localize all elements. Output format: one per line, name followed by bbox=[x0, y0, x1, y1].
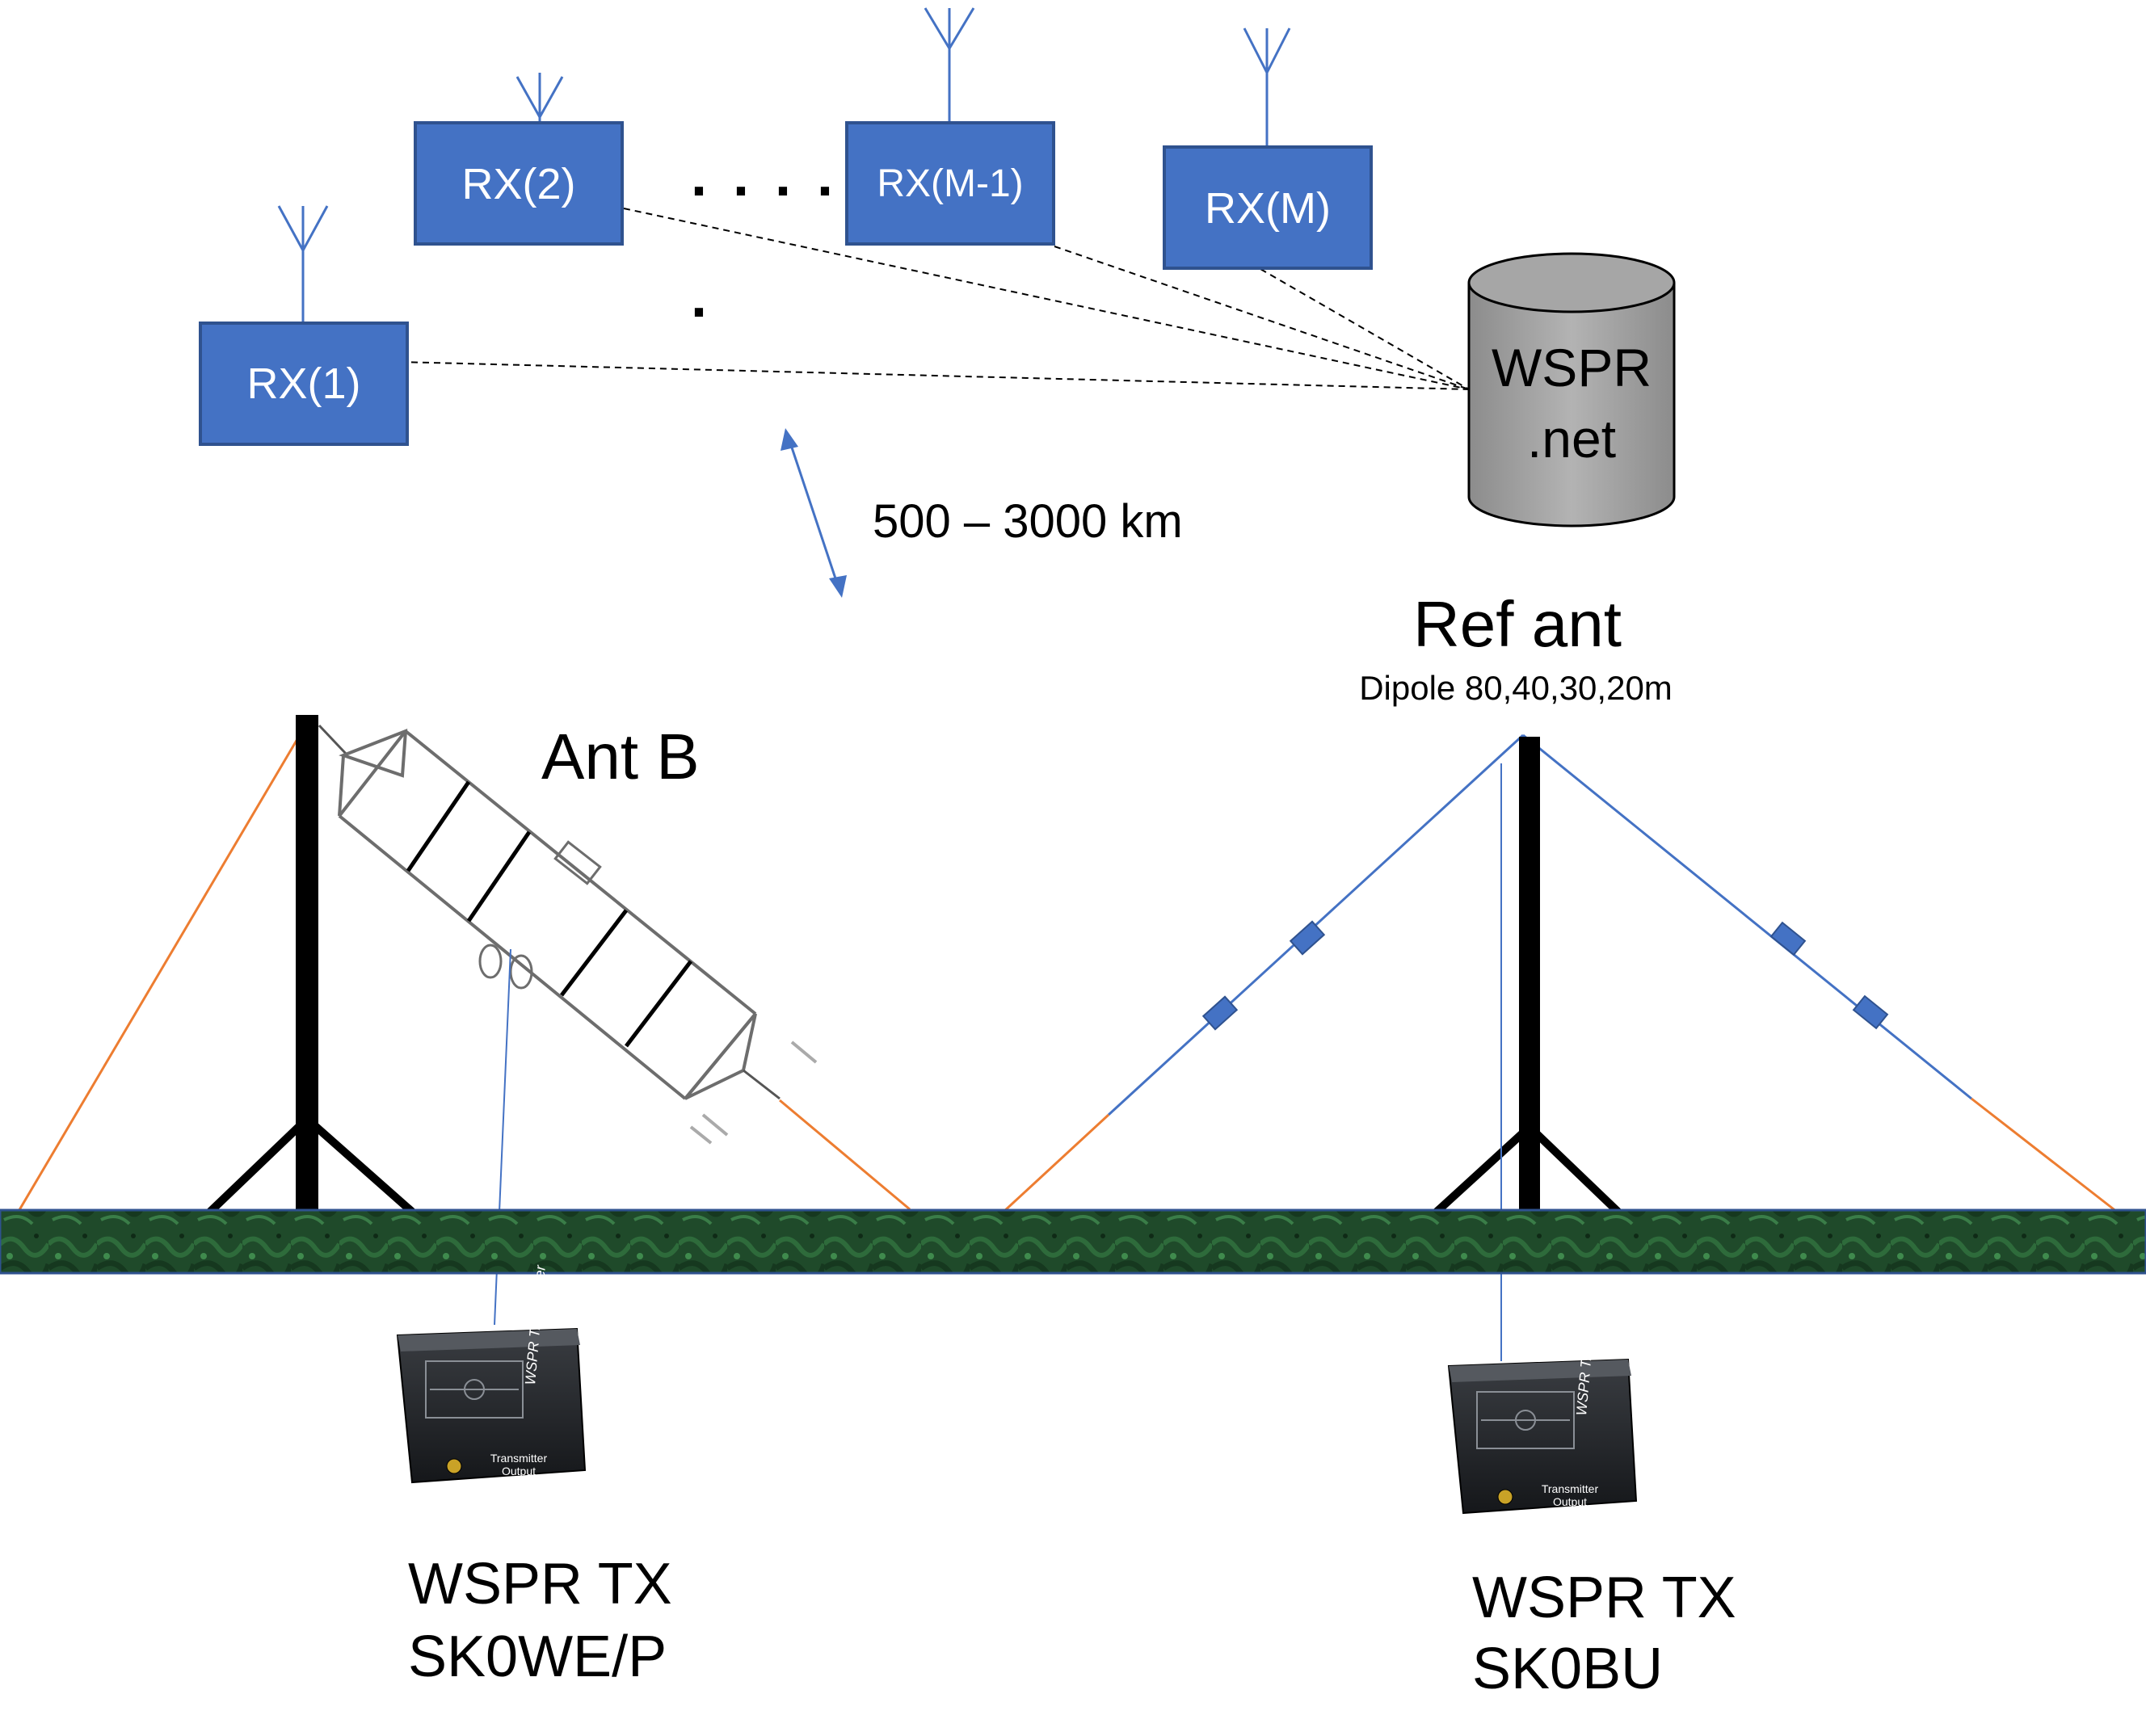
ant-b-coupler-icon bbox=[478, 840, 818, 1145]
wspr-transmitter-device-right: WSPR Transmitter Transmitter Output bbox=[1447, 1294, 1638, 1515]
rx-label: RX(1) bbox=[246, 359, 360, 408]
ref-dipole-wires bbox=[1002, 733, 2118, 1213]
guy-wire-left bbox=[0, 725, 307, 1241]
ref-ant-subtitle: Dipole 80,40,30,20m bbox=[1359, 669, 1673, 707]
rx-links bbox=[399, 208, 1470, 390]
device-port-label-1: Transmitter bbox=[490, 1452, 548, 1465]
tx-right-line2: SK0BU bbox=[1472, 1637, 1663, 1701]
rx-box-2: RX(2) bbox=[414, 121, 624, 246]
wspr-transmitter-device-left: WSPR Transmitter Transmitter Output bbox=[396, 1263, 587, 1484]
antenna-icon-rx2 bbox=[515, 73, 564, 123]
single-dot: . bbox=[691, 265, 707, 330]
tx-left-line2: SK0WE/P bbox=[408, 1625, 667, 1689]
wspr-database: WSPR .net bbox=[1467, 252, 1676, 528]
antenna-icon-rxm bbox=[1243, 27, 1291, 147]
ant-b-rungs bbox=[406, 780, 692, 1048]
antenna-icon-rx1 bbox=[277, 205, 329, 323]
tx-right-line1: WSPR TX bbox=[1472, 1566, 1736, 1630]
rx-box-m: RX(M) bbox=[1163, 145, 1373, 270]
ant-b-end-wire bbox=[779, 1099, 911, 1211]
ground bbox=[0, 1208, 2146, 1275]
ref-ant-title: Ref ant bbox=[1413, 588, 1622, 660]
rx-antenna-icons bbox=[277, 7, 1291, 323]
rx-box-1: RX(1) bbox=[199, 322, 409, 446]
distance-label: 500 – 3000 km bbox=[873, 495, 1183, 548]
rx-label: RX(M-1) bbox=[877, 162, 1023, 205]
device-port-label-1: Transmitter bbox=[1542, 1482, 1599, 1495]
database-label-line1: WSPR bbox=[1492, 338, 1652, 397]
ant-b-title: Ant B bbox=[541, 721, 700, 792]
tx-left-line1: WSPR TX bbox=[408, 1552, 672, 1616]
device-port-label-2: Output bbox=[1553, 1495, 1587, 1508]
trap-icons bbox=[1201, 920, 1889, 1031]
rx-label: RX(2) bbox=[461, 160, 575, 208]
ellipsis-dots: . . . . bbox=[691, 144, 838, 208]
rx-box-m-1: RX(M-1) bbox=[845, 121, 1055, 246]
mast-left bbox=[207, 715, 415, 1215]
mast-right bbox=[1423, 737, 1631, 1225]
antenna-icon-rxm1 bbox=[924, 7, 975, 123]
rx-label: RX(M) bbox=[1205, 184, 1331, 233]
distance-arrow bbox=[781, 428, 847, 598]
device-port-label-2: Output bbox=[502, 1465, 536, 1477]
ant-b-frame bbox=[318, 724, 781, 1100]
database-label-line2: .net bbox=[1527, 409, 1616, 469]
